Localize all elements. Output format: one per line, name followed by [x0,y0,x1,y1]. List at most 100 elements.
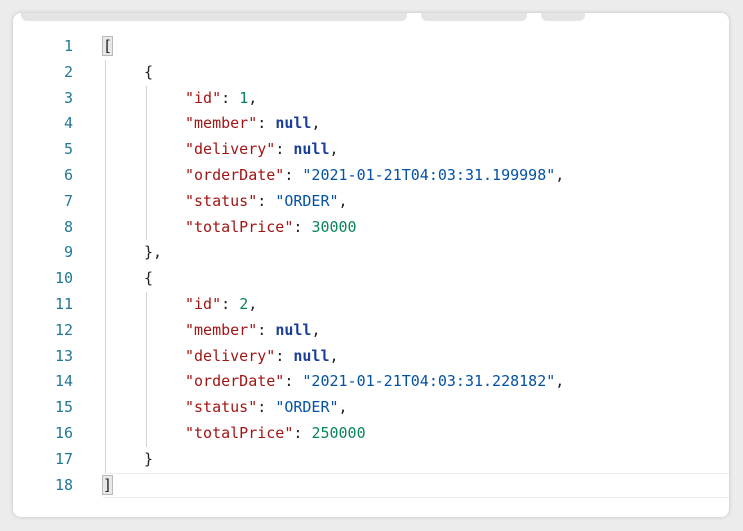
code-line[interactable]: 11"id": 2, [13,291,729,318]
indent-guide [146,291,147,318]
indent-guide [105,291,106,318]
code-text: }, [144,240,162,266]
tab-stub[interactable] [541,13,585,21]
indent-guide [105,214,106,241]
code-line[interactable]: 4 "member": null, [13,111,729,138]
code-line[interactable]: 9}, [13,240,729,267]
json-punctuation: , [311,114,321,133]
code-text: "totalPrice": 250000 [185,421,366,447]
code-text: "status": "ORDER", [185,395,348,421]
code-line[interactable]: 8"totalPrice": 30000 [13,214,729,241]
line-number: 13 [54,346,73,365]
json-punctuation: : [275,346,294,365]
indent-guide [105,369,106,396]
indent-guide [146,317,147,344]
line-number: 14 [54,372,73,391]
json-punctuation: : [257,114,276,133]
indent-guide [105,85,106,112]
line-number: 12 [54,320,73,339]
tab-stub[interactable] [421,13,527,21]
code-line[interactable]: 17} [13,446,729,473]
json-string: "2021-01-21T04:03:31.228182" [302,372,556,391]
indent-guide [105,395,106,421]
json-punctuation: }, [144,243,163,262]
code-text: "orderDate": "2021-01-21T04:03:31.228182… [185,369,564,395]
code-line[interactable]: 10{ [13,266,729,292]
code-line[interactable]: 5"delivery": null, [13,137,729,163]
json-key: "member" [185,114,258,133]
json-null: null [275,320,312,339]
line-number: 7 [63,191,73,210]
indent-guide [146,188,147,215]
json-punctuation: , [248,294,258,313]
json-key: "orderDate" [185,372,285,391]
tab-stub[interactable] [21,13,407,21]
json-key: "status" [185,191,258,210]
code-text: { [144,60,153,86]
code-text: { [144,266,153,292]
code-line[interactable]: 1[ [13,34,729,60]
json-key: "delivery" [185,140,276,159]
json-number: 250000 [311,423,366,442]
json-key: "delivery" [185,346,276,365]
indent-guide [105,420,106,447]
json-string: "ORDER" [275,191,339,210]
current-line-highlight [103,472,729,499]
indent-guide [105,446,106,473]
code-line[interactable]: 18] [13,472,729,499]
json-punctuation: , [555,372,565,391]
indent-guide [146,214,147,241]
json-null: null [293,346,330,365]
json-viewer-window: 1[2{3"id": 1,4"member": null,5"delivery"… [13,13,729,517]
json-key: "member" [185,320,258,339]
code-text: "orderDate": "2021-01-21T04:03:31.199998… [185,163,564,189]
code-line[interactable]: 13 "delivery": null, [13,343,729,370]
code-text: [ [101,34,114,60]
json-punctuation: , [338,191,348,210]
line-number: 2 [63,62,73,81]
code-line[interactable]: 3"id": 1, [13,85,729,112]
json-key: "totalPrice" [185,217,294,236]
json-null: null [293,140,330,159]
json-punctuation: , [329,346,339,365]
matched-bracket: ] [101,474,114,495]
json-null: null [275,114,312,133]
json-punctuation: , [248,88,258,107]
line-number: 15 [54,398,73,417]
code-text: "id": 1, [185,86,257,112]
code-text: "member": null, [185,318,320,344]
json-punctuation: , [311,320,321,339]
code-line[interactable]: 14 "orderDate": "2021-01-21T04:03:31.2281… [13,369,729,396]
indent-guide [146,111,147,138]
indent-guide [146,369,147,396]
code-text: "status": "ORDER", [185,189,348,215]
indent-guide [146,395,147,421]
indent-guide [146,85,147,112]
line-number: 5 [63,140,73,159]
code-line[interactable]: 2{ [13,59,729,86]
indent-guide [105,343,106,370]
json-punctuation: : [257,398,276,417]
code-line[interactable]: 16"totalPrice": 250000 [13,420,729,447]
indent-guide [105,188,106,215]
json-number: 2 [239,294,249,313]
code-line[interactable]: 6"orderDate": "2021-01-21T04:03:31.19999… [13,162,729,189]
indent-guide [105,111,106,138]
code-line[interactable]: 7 "status": "ORDER", [13,188,729,215]
tab-strip [13,13,729,21]
line-number: 4 [63,114,73,133]
indent-guide [105,240,106,267]
code-line[interactable]: 12 "member": null, [13,317,729,344]
json-punctuation: : [221,88,240,107]
code-line[interactable]: 15 "status": "ORDER", [13,395,729,421]
line-number: 8 [63,217,73,236]
json-punctuation: : [257,191,276,210]
line-number: 17 [54,449,73,468]
json-punctuation: , [338,398,348,417]
code-editor[interactable]: 1[2{3"id": 1,4"member": null,5"delivery"… [13,34,729,514]
json-punctuation: : [293,217,312,236]
json-key: "id" [185,294,222,313]
json-punctuation: } [144,449,154,468]
indent-guide [146,420,147,447]
code-text: "delivery": null, [185,344,339,370]
